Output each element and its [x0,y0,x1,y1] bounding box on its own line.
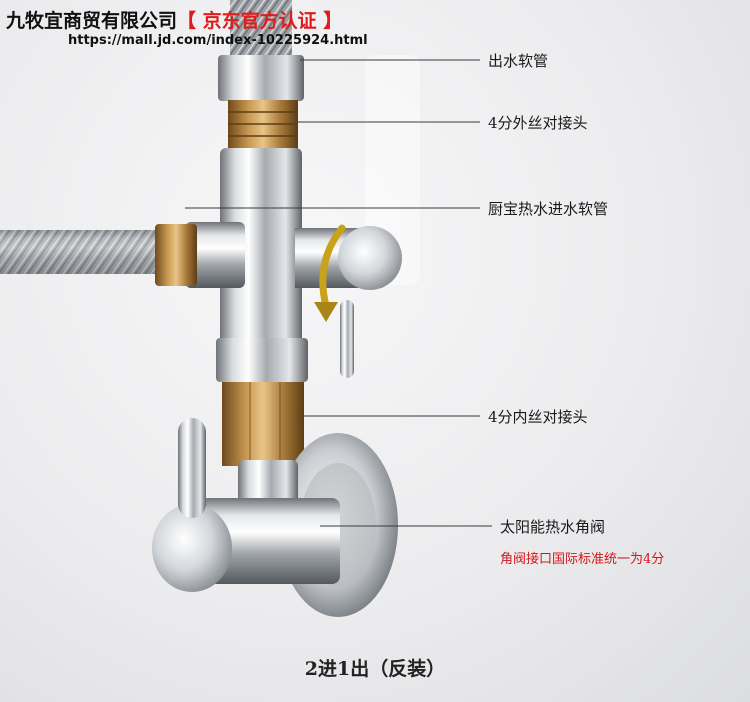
brass-male-connector [228,100,298,150]
rotation-arrow-icon [319,224,346,310]
tee-lower-collar [216,338,308,382]
left-hose-nut [155,224,197,286]
angle-valve-lever [178,418,206,518]
tee-body-vertical [220,148,302,348]
braided-hose-shade [0,230,165,274]
label-outlet-hose: 出水软管 [488,52,549,70]
shop-header: 九牧宜商贸有限公司【 京东官方认证 】 [6,6,342,33]
label-solar-angle-valve: 太阳能热水角阀 [500,518,606,536]
official-badge: 【 京东官方认证 】 [177,10,343,32]
arrow-head-icon [314,302,338,322]
label-standard-note: 角阀接口国际标准统一为4分 [500,552,665,567]
shop-url[interactable]: https://mall.jd.com/index-10225924.html [68,33,368,48]
angle-valve-handle-cap [152,504,232,592]
photo-caption: 2进1出（反装） [304,658,446,680]
brass-female-connector [222,382,304,466]
tee-valve-lever [340,300,354,378]
tee-valve-knob [338,226,402,290]
label-male-connector: 4分外丝对接头 [488,114,588,132]
top-hex-nut [218,55,304,101]
angle-valve-body [200,498,340,584]
leader-lines [185,59,492,527]
shop-name: 九牧宜商贸有限公司 [6,10,178,32]
tee-side-arm [185,222,245,288]
label-female-connector: 4分内丝对接头 [488,408,588,426]
braided-hose-top [230,0,292,60]
label-kitchen-inlet-hose: 厨宝热水进水软管 [488,200,609,218]
